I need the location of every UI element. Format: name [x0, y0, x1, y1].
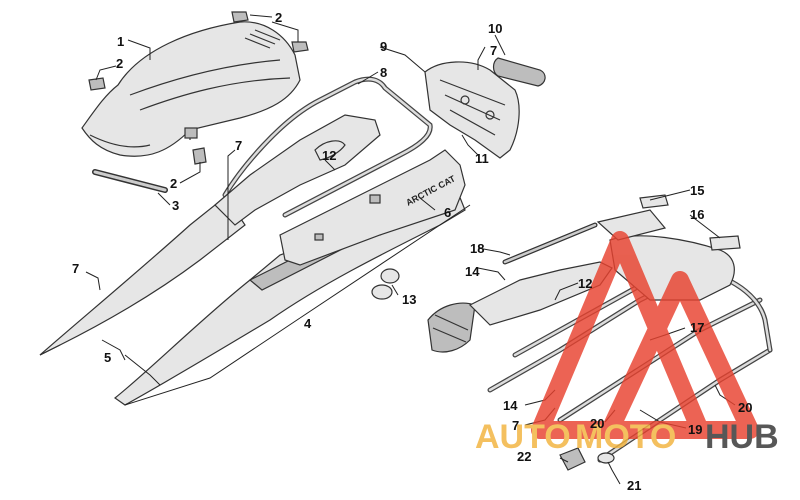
callout-label: 11	[475, 151, 489, 166]
callout-label: 18	[470, 241, 484, 256]
logo-word-moto: MOTO	[575, 418, 676, 456]
trim-strip-part	[502, 194, 741, 265]
callout-label: 14	[465, 264, 480, 279]
callout-label: 16	[690, 207, 704, 222]
callout-label: 17	[690, 320, 704, 335]
callout-label: 3	[172, 198, 179, 213]
tail-light-housing-part	[424, 61, 520, 159]
callout-label: 1	[117, 34, 124, 49]
callout-label: 20	[738, 400, 752, 415]
callout-label: 7	[235, 138, 242, 153]
callout-label: 8	[380, 65, 387, 80]
clip-part	[88, 11, 309, 165]
mounting-bracket-part	[559, 447, 615, 471]
leader-lines	[85, 14, 736, 485]
callout-label: 14	[503, 398, 518, 413]
callout-labels: 1 2 2 2 3 4 5 6 7 7 7 7 8 9 10 11 12 12 …	[72, 10, 752, 493]
callout-label: 12	[322, 148, 336, 163]
callout-label: 9	[380, 39, 387, 54]
callout-label: 7	[490, 43, 497, 58]
callout-label: 10	[488, 21, 502, 36]
logo-word-hub: HUB	[705, 418, 779, 456]
callout-label: 2	[275, 10, 282, 25]
callout-label: 6	[444, 205, 451, 220]
logo-triangle-inner	[601, 271, 759, 439]
seat-cover-part	[81, 21, 301, 157]
callout-label: 4	[304, 316, 312, 331]
callout-label: 2	[116, 56, 123, 71]
autohub-logo: AUTO MOTO HUB	[475, 231, 779, 456]
logo-mountain-icon	[531, 231, 759, 439]
callout-label: 21	[627, 478, 641, 493]
logo-word-auto: AUTO	[475, 418, 571, 456]
callout-label: 15	[690, 183, 704, 198]
rail-frame-part	[222, 76, 433, 218]
callout-label: 13	[402, 292, 416, 307]
tail-lens-part	[492, 57, 546, 87]
callout-label: 12	[578, 276, 592, 291]
callout-label: 22	[517, 449, 531, 464]
callout-label: 19	[688, 422, 702, 437]
callout-label: 7	[512, 418, 519, 433]
rear-side-panel-part: ARCTIC CAT	[279, 149, 466, 266]
callout-label: 7	[72, 261, 79, 276]
grommet-part	[371, 268, 400, 300]
mud-flap-part	[427, 302, 476, 353]
rear-body-part	[214, 114, 381, 226]
callout-label: 20	[590, 416, 604, 431]
callout-label: 2	[170, 176, 177, 191]
callout-label: 5	[104, 350, 111, 365]
strip-part	[92, 169, 168, 193]
